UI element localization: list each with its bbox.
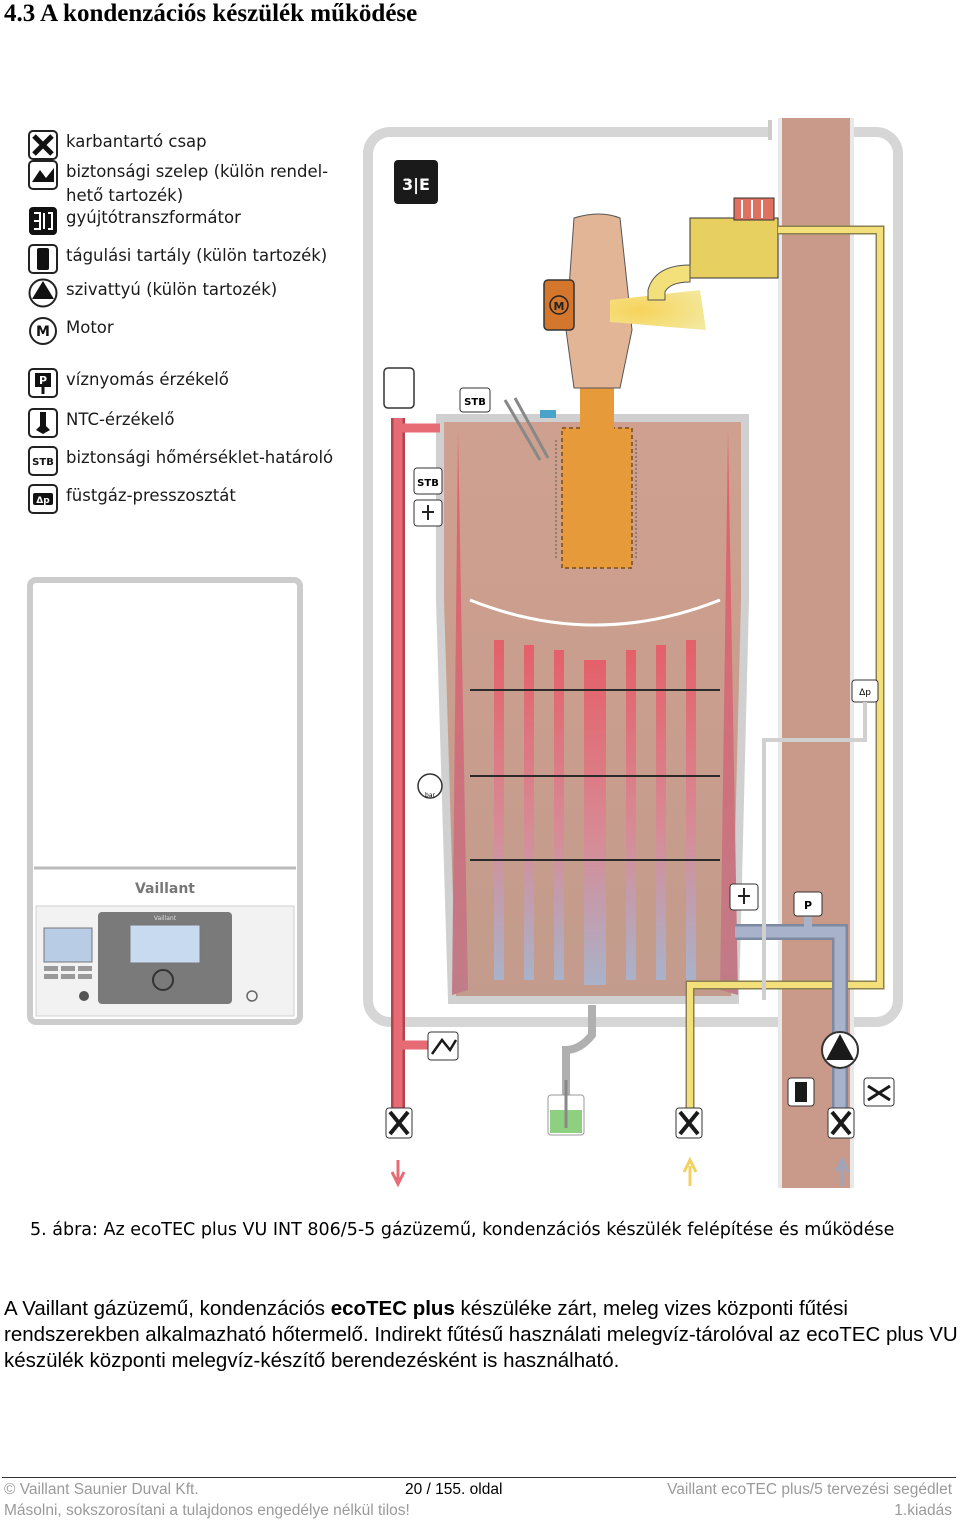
page-heading: 4.3 A kondenzációs készülék működése bbox=[4, 0, 418, 27]
footer-divider bbox=[2, 1477, 956, 1478]
svg-text:3|E: 3|E bbox=[402, 175, 430, 195]
paragraph-part2: készüléke zárt, meleg vizes központi fűt… bbox=[4, 1297, 958, 1372]
safety-valve-icon bbox=[28, 160, 58, 190]
legend-label: füstgáz-presszosztát bbox=[66, 486, 236, 505]
water-pressure-sensor-icon: P bbox=[28, 368, 58, 398]
stb-label-top: STB bbox=[464, 397, 486, 408]
burner bbox=[561, 427, 633, 569]
motor-label: M bbox=[554, 300, 565, 313]
legend-label: szivattyú (külön tartozék) bbox=[66, 280, 278, 299]
safety-valve-flow bbox=[427, 1031, 459, 1061]
motor-icon-label: M bbox=[36, 324, 50, 340]
legend-label: biztonsági szelep (külön rendel- hető ta… bbox=[66, 162, 329, 205]
legend-item: STB biztonsági hőmérséklet-határoló bbox=[28, 446, 333, 476]
boiler-front-panel: Vaillant Vaillant bbox=[27, 577, 303, 1025]
water-pressure-sensor bbox=[793, 891, 823, 917]
legend-label: gyújtótranszformátor bbox=[66, 208, 241, 227]
service-valve-icon bbox=[28, 130, 58, 160]
flue-gas-pressostat-icon: Δp bbox=[28, 484, 58, 514]
brand-small: Vaillant bbox=[154, 915, 177, 922]
boiler-casing bbox=[363, 127, 903, 1027]
legend-item: P víznyomás érzékelő bbox=[28, 368, 229, 398]
legend-item: NTC-érzékelő bbox=[28, 408, 174, 438]
legend-label: NTC-érzékelő bbox=[66, 410, 175, 429]
pressure-sensor-label: P bbox=[804, 899, 812, 912]
legend-item: szivattyú (külön tartozék) bbox=[28, 278, 277, 308]
legend-label: Motor bbox=[66, 318, 114, 337]
ntc-sensor-icon bbox=[28, 408, 58, 438]
legend-item: Δp füstgáz-presszosztát bbox=[28, 484, 236, 514]
footer-edition: 1.kiadás bbox=[894, 1502, 952, 1519]
footer-copy-notice: Másolni, sokszorosítani a tulajdonos eng… bbox=[4, 1502, 410, 1519]
footer-copyright: © Vaillant Saunier Duval Kft. bbox=[4, 1481, 199, 1498]
ignition-transformer-icon bbox=[29, 207, 57, 235]
motor bbox=[543, 279, 575, 331]
footer-document-title: Vaillant ecoTEC plus/5 tervezési segédle… bbox=[667, 1481, 952, 1498]
pressure-gauge bbox=[417, 773, 443, 799]
fan bbox=[565, 213, 633, 389]
ignition-transformer bbox=[394, 160, 438, 204]
stb-sensor bbox=[413, 467, 443, 495]
pump-icon bbox=[28, 278, 58, 308]
exchanger-tubes bbox=[469, 598, 721, 985]
stb-icon-label: STB bbox=[32, 457, 54, 468]
figure-caption: 5. ábra: Az ecoTEC plus VU INT 806/5-5 g… bbox=[30, 1220, 895, 1240]
legend-item: gyújtótranszformátor bbox=[28, 206, 241, 236]
legend-item: biztonsági szelep (külön rendel- hető ta… bbox=[28, 160, 328, 208]
paragraph-bold: ecoTEC plus bbox=[330, 1297, 455, 1320]
legend-item: tágulási tartály (külön tartozék) bbox=[28, 244, 327, 274]
dp-icon-label: Δp bbox=[36, 496, 50, 506]
condensate-siphon bbox=[562, 1005, 596, 1120]
stb-sensor-top bbox=[459, 387, 491, 413]
boiler-diagram: M STB STB 3|E bar Δp P bbox=[27, 118, 903, 1188]
gauge-unit: bar bbox=[425, 792, 435, 799]
pressure-icon-label: P bbox=[39, 374, 47, 387]
legend-label: biztonsági hőmérséklet-határoló bbox=[66, 448, 334, 467]
stb-label-flow: STB bbox=[417, 478, 439, 489]
expansion-tank-icon bbox=[28, 244, 58, 274]
legend-label: karbantartó csap bbox=[66, 132, 207, 151]
brand-logo: Vaillant bbox=[135, 881, 195, 897]
motor-icon: M bbox=[29, 317, 57, 345]
footer-page-number: 20 / 155. oldal bbox=[405, 1481, 503, 1498]
legend-label: víznyomás érzékelő bbox=[66, 370, 229, 389]
paragraph-part1: A Vaillant gázüzemű, kondenzációs bbox=[4, 1297, 331, 1320]
service-valves bbox=[385, 1107, 855, 1139]
gas-valve bbox=[647, 197, 779, 301]
expansion-tank bbox=[383, 367, 415, 409]
dp-label: Δp bbox=[859, 688, 871, 698]
body-paragraph: A Vaillant gázüzemű, kondenzációs ecoTEC… bbox=[4, 1296, 959, 1374]
legend-item: karbantartó csap bbox=[28, 130, 207, 160]
legend-item: M Motor bbox=[28, 316, 114, 346]
safety-temperature-limiter-icon: STB bbox=[28, 446, 58, 476]
legend-label: tágulási tartály (külön tartozék) bbox=[66, 246, 328, 265]
